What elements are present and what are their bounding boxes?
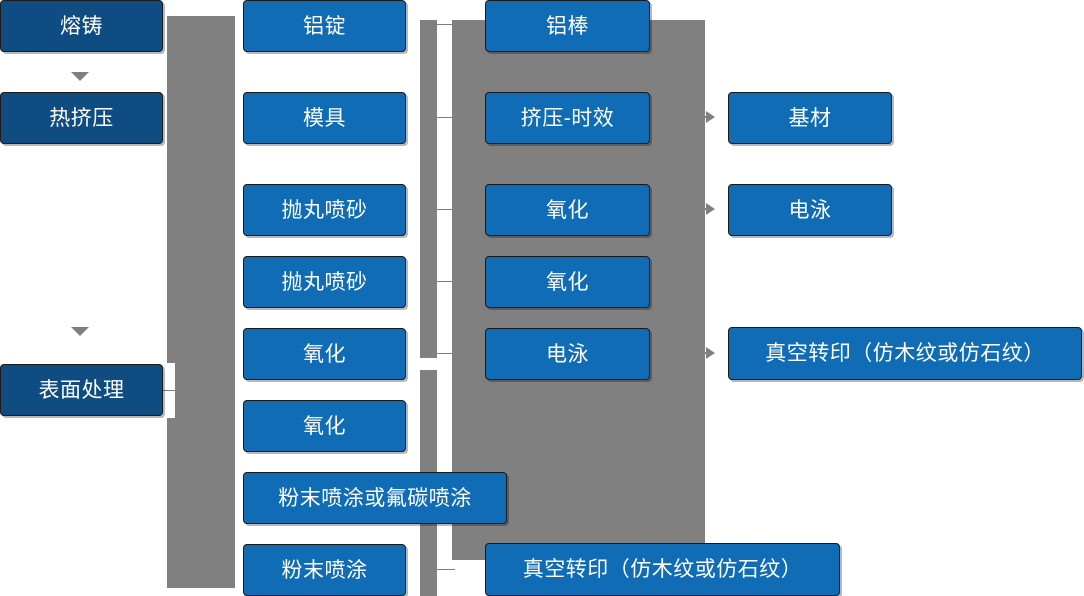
stage-box-melt-cast[interactable]: 熔铸 (0, 0, 163, 52)
arrow-block-to-out-1 (706, 203, 715, 215)
subprocess-label-oxidation-1: 氧化 (546, 198, 589, 222)
operation-label-aluminum-ingot: 铝锭 (303, 14, 346, 38)
stage-box-surface-treatment[interactable]: 表面处理 (0, 364, 163, 416)
connector-surface-to-trunk (163, 390, 185, 391)
operation-box-powder-or-fluorocarbon[interactable]: 粉末喷涂或氟碳喷涂 (243, 472, 507, 524)
output-label-vacuum-transfer: 真空转印（仿木纹或仿石纹） (765, 342, 1045, 365)
output-box-electrophoresis[interactable]: 电泳 (728, 184, 892, 236)
arrow-melt-to-trunk (71, 72, 89, 81)
operation-box-aluminum-ingot[interactable]: 铝锭 (243, 0, 406, 52)
subprocess-label-extrude-aging: 挤压-时效 (520, 106, 615, 130)
tick-mid-1 (437, 117, 455, 118)
tick-mid-4 (437, 353, 455, 354)
arrow-block-to-out-2 (706, 347, 715, 359)
operation-box-shot-blast-2[interactable]: 抛丸喷砂 (243, 256, 406, 308)
subprocess-box-extrude-aging[interactable]: 挤压-时效 (485, 92, 650, 144)
tick-mid-0 (437, 24, 455, 25)
output-label-electrophoresis: 电泳 (788, 198, 832, 222)
operation-box-powder-coating[interactable]: 粉末喷涂 (243, 544, 406, 596)
subprocess-box-oxidation-1[interactable]: 氧化 (485, 184, 650, 236)
arrow-trunk-to-op-5 (224, 419, 235, 433)
arrow-trunk-to-op-0 (224, 19, 235, 33)
operation-label-oxidation-2: 氧化 (303, 414, 346, 438)
arrow-trunk-to-op-6 (224, 491, 235, 505)
arrow-trunk-to-op-4 (224, 347, 235, 361)
tick-mid-2 (437, 209, 455, 210)
subprocess-box-vacuum-transfer[interactable]: 真空转印（仿木纹或仿石纹） (485, 543, 840, 596)
arrow-extrude-to-trunk (71, 327, 89, 336)
subprocess-label-aluminum-bar: 铝棒 (546, 14, 589, 38)
operation-box-oxidation-2[interactable]: 氧化 (243, 400, 406, 452)
output-box-vacuum-transfer[interactable]: 真空转印（仿木纹或仿石纹） (728, 327, 1082, 380)
stage-label-surface-treatment: 表面处理 (38, 378, 125, 402)
subprocess-box-aluminum-bar[interactable]: 铝棒 (485, 0, 650, 52)
output-box-base-material[interactable]: 基材 (728, 92, 892, 144)
tick-mid-5 (437, 569, 455, 570)
arrow-trunk-to-op-7 (224, 563, 235, 577)
arrow-block-to-out-0 (706, 111, 715, 123)
subprocess-label-electrophoresis: 电泳 (546, 342, 589, 366)
operation-label-powder-coating: 粉末喷涂 (281, 558, 368, 582)
operation-label-oxidation-1: 氧化 (303, 342, 346, 366)
stage-label-melt-cast: 熔铸 (60, 14, 103, 38)
operation-box-shot-blast-1[interactable]: 抛丸喷砂 (243, 184, 406, 236)
operation-label-shot-blast-1: 抛丸喷砂 (281, 198, 368, 222)
stage-box-hot-extrude[interactable]: 热挤压 (0, 92, 163, 144)
tick-mid-3 (437, 281, 455, 282)
subprocess-label-oxidation-2: 氧化 (546, 270, 589, 294)
arrow-trunk-to-op-3 (224, 275, 235, 289)
operation-label-powder-or-fluorocarbon: 粉末喷涂或氟碳喷涂 (278, 486, 472, 510)
connector-mid-narrow-bar-upper (420, 20, 437, 358)
subprocess-label-vacuum-transfer: 真空转印（仿木纹或仿石纹） (522, 558, 803, 581)
subprocess-box-electrophoresis[interactable]: 电泳 (485, 328, 650, 380)
arrow-trunk-to-op-2 (224, 203, 235, 217)
subprocess-box-oxidation-2[interactable]: 氧化 (485, 256, 650, 308)
operation-box-die[interactable]: 模具 (243, 92, 406, 144)
operation-label-shot-blast-2: 抛丸喷砂 (281, 270, 368, 294)
operation-label-die: 模具 (303, 106, 346, 130)
operation-box-oxidation-1[interactable]: 氧化 (243, 328, 406, 380)
stage-label-hot-extrude: 热挤压 (49, 106, 114, 130)
connector-left-trunk (167, 16, 235, 588)
arrow-trunk-to-op-1 (224, 104, 235, 118)
output-label-base-material: 基材 (788, 106, 832, 130)
